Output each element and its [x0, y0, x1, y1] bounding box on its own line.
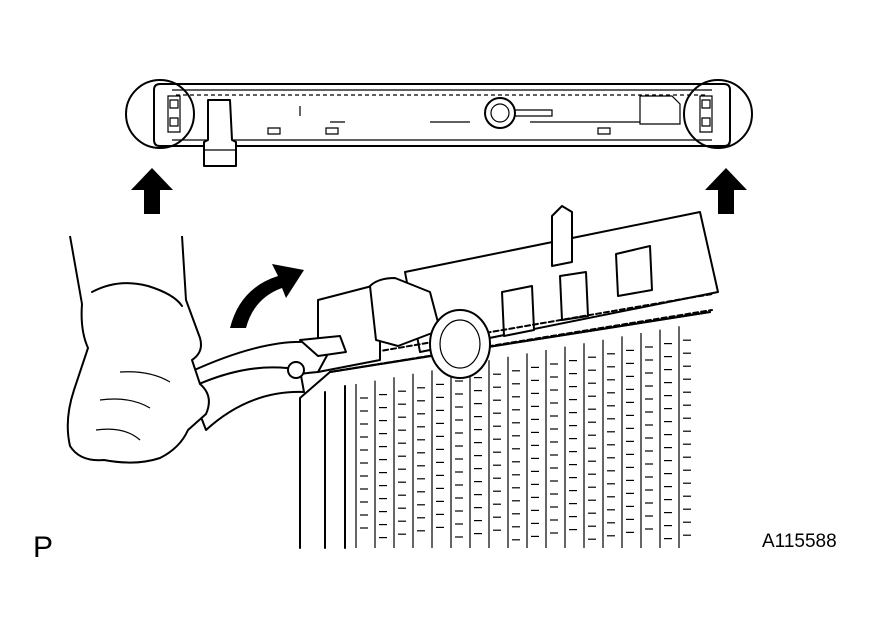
right-tab-callout	[683, 79, 753, 149]
view-label: P	[33, 531, 54, 564]
radiator-tank-top-view	[153, 83, 731, 167]
radiator-filler-neck	[317, 277, 491, 379]
figure-id: A115588	[762, 531, 837, 552]
up-arrow-right	[705, 168, 747, 214]
gloved-hand	[66, 235, 210, 464]
left-tab-callout	[125, 79, 195, 149]
up-arrow-left	[131, 168, 173, 214]
radiator-upper-tank	[327, 205, 719, 373]
water-pump-pliers	[189, 335, 347, 431]
curved-rotation-arrow	[230, 264, 304, 328]
